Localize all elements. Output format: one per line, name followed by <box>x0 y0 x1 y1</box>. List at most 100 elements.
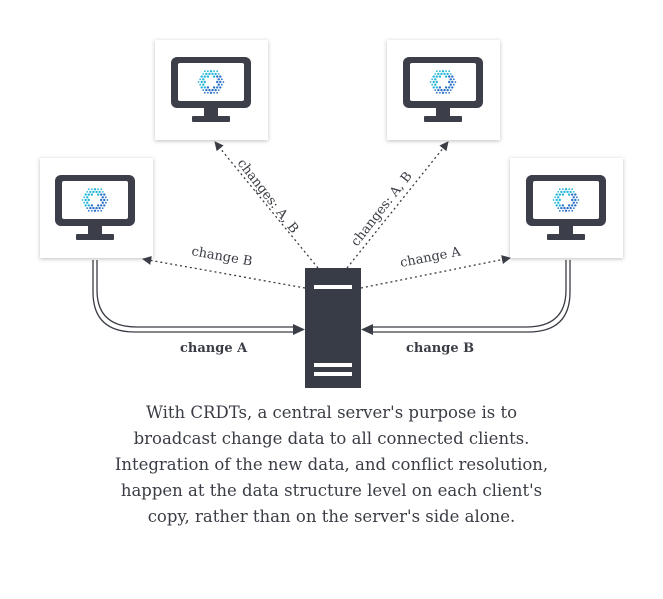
logo-dot <box>454 81 457 83</box>
logo-dot <box>89 206 92 210</box>
logo-dot <box>557 191 560 193</box>
logo-dot <box>101 201 104 204</box>
logo-dot <box>555 204 558 207</box>
logo-dot <box>203 75 206 78</box>
logo-dot <box>554 196 557 199</box>
arrow-left-to-server <box>92 260 305 335</box>
logo-dot <box>84 193 87 196</box>
logo-dot <box>93 209 97 212</box>
logo-dot <box>571 193 574 196</box>
logo-dot <box>452 83 455 86</box>
logo-dot <box>87 193 90 196</box>
monitor-icon <box>526 175 606 240</box>
logo-dot <box>104 201 107 204</box>
client-top-left <box>155 40 268 140</box>
logo-dot <box>197 81 200 83</box>
logo-dot <box>222 81 225 83</box>
logo-dot <box>92 190 95 194</box>
logo-dot <box>212 86 216 89</box>
logo-dot <box>214 72 217 76</box>
logo-dot <box>561 204 565 207</box>
logo-dot <box>209 70 213 73</box>
logo-dot <box>216 91 219 94</box>
logo-dot <box>443 88 446 92</box>
logo-dot <box>448 91 451 94</box>
logo-dot <box>98 206 101 210</box>
logo-dot <box>100 193 103 196</box>
logo-dot <box>448 86 451 89</box>
logo-dot <box>434 78 437 81</box>
logo-dot <box>435 70 438 73</box>
logo-dot <box>429 81 432 83</box>
logo-dot <box>84 204 87 207</box>
logo-dot <box>561 193 565 196</box>
logo-dot <box>431 83 434 86</box>
logo-dot <box>558 198 561 202</box>
logo-dot <box>103 204 106 207</box>
logo-dot <box>213 70 215 73</box>
logo-dot <box>100 209 103 212</box>
label-change-a-solid: change A <box>180 341 248 356</box>
logo-dot <box>435 75 438 78</box>
diagram-canvas: changes: A, B changes: A, B change B cha… <box>40 40 623 388</box>
logo-dot <box>96 193 100 196</box>
logo-dot <box>217 83 220 86</box>
logo-dot <box>434 73 437 75</box>
logo-dot <box>86 196 89 199</box>
logo-dot <box>563 190 566 194</box>
logo-dot <box>87 188 90 191</box>
logo-dot <box>219 80 222 84</box>
logo-dot <box>86 201 89 204</box>
logo-dot <box>440 72 443 76</box>
arrow-right-to-server <box>361 260 571 335</box>
logo-dot <box>558 188 561 191</box>
label-top-left: changes: A, B <box>234 156 301 236</box>
logo-dot <box>448 70 451 73</box>
logo-dot <box>566 190 569 194</box>
crdt-logo-icon <box>81 188 109 212</box>
logo-dot <box>81 199 84 201</box>
logo-dot <box>220 78 223 81</box>
logo-dot <box>438 75 442 78</box>
logo-dot <box>560 206 563 210</box>
logo-dot <box>574 193 577 196</box>
logo-dot <box>554 201 557 204</box>
logo-dot <box>203 70 206 73</box>
logo-dot <box>101 207 104 209</box>
logo-dot <box>441 70 445 73</box>
logo-dot <box>557 207 560 209</box>
logo-dot <box>572 201 575 204</box>
logo-dot <box>568 209 570 212</box>
logo-dot <box>95 190 98 194</box>
logo-dot <box>557 196 560 199</box>
logo-dot <box>205 72 208 76</box>
logo-dot <box>98 190 101 194</box>
logo-dot <box>84 198 87 202</box>
caption-line: Integration of the new data, and conflic… <box>114 455 549 474</box>
logo-dot <box>434 83 437 86</box>
logo-dot <box>443 72 446 76</box>
logo-dot <box>562 209 564 212</box>
logo-dot <box>558 204 561 207</box>
logo-dot <box>202 89 205 91</box>
logo-dot <box>206 75 210 78</box>
logo-dot <box>100 188 103 191</box>
logo-dot <box>571 188 574 191</box>
logo-dot <box>560 190 563 194</box>
logo-dot <box>572 207 575 209</box>
client-top-right <box>387 40 500 140</box>
logo-dot <box>104 196 107 199</box>
logo-dot <box>208 88 211 92</box>
label-change-b-solid: change B <box>406 341 474 356</box>
logo-dot <box>207 70 209 73</box>
logo-dot <box>100 204 103 207</box>
logo-dot <box>439 70 441 73</box>
logo-dot <box>208 72 211 76</box>
logo-dot <box>449 78 452 81</box>
logo-dot <box>202 78 205 81</box>
logo-dot <box>199 78 202 81</box>
logo-dot <box>555 193 558 196</box>
logo-dot <box>220 83 223 86</box>
logo-dot <box>552 199 555 201</box>
logo-dot <box>90 193 94 196</box>
